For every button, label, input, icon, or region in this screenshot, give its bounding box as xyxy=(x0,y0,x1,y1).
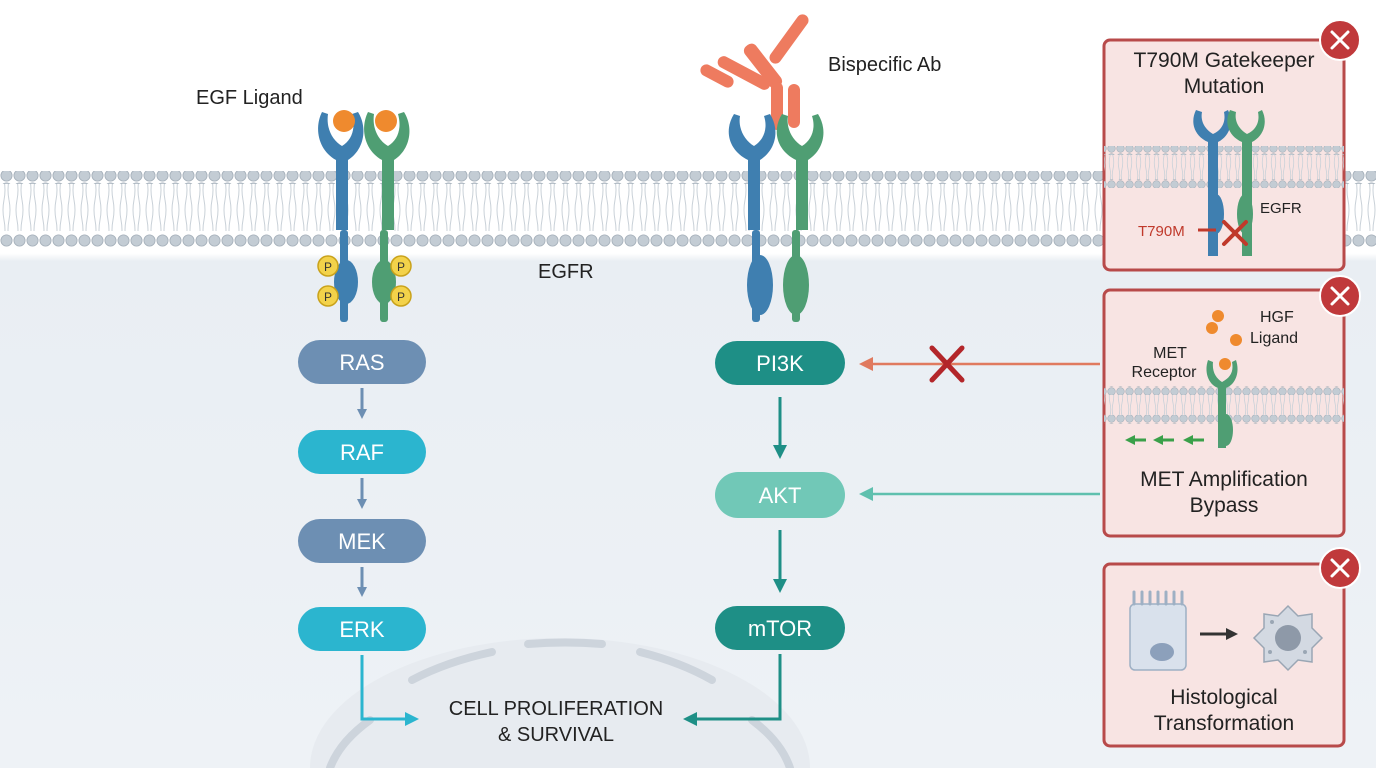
egf-ligand-label: EGF Ligand xyxy=(196,87,303,109)
arrow-mtor-proliferation xyxy=(683,654,782,726)
svg-text:ERK: ERK xyxy=(339,617,385,642)
hgf-label-line1: HGF xyxy=(1260,309,1294,326)
svg-text:RAF: RAF xyxy=(340,440,384,465)
met-receptor-label-line1: MET xyxy=(1153,345,1187,362)
cell-nucleus xyxy=(310,638,810,768)
svg-text:P: P xyxy=(324,290,332,304)
egfr-dimer-activated xyxy=(318,112,410,322)
outcome-label-line2: & SURVIVAL xyxy=(498,724,614,746)
svg-text:MEK: MEK xyxy=(338,529,386,554)
hgf-ligand-dot xyxy=(1206,322,1218,334)
svg-text:P: P xyxy=(324,260,332,274)
pill-akt: AKT xyxy=(715,472,845,518)
panel-t790m: T790M Gatekeeper Mutation T790M EGFR xyxy=(1102,19,1361,272)
pill-raf: RAF xyxy=(298,430,426,474)
pill-erk: ERK xyxy=(298,607,426,651)
svg-text:mTOR: mTOR xyxy=(748,616,812,641)
svg-text:AKT: AKT xyxy=(759,483,802,508)
egfr-dimer-bound xyxy=(728,114,824,322)
hgf-label-line2: Ligand xyxy=(1250,330,1298,347)
histo-title-line2: Transformation xyxy=(1154,712,1294,735)
pathway-mapk: RAS RAF MEK ERK xyxy=(298,340,426,726)
arrow-erk-proliferation xyxy=(360,655,419,726)
bispecific-antibody xyxy=(700,14,809,130)
block-x-icon xyxy=(929,345,965,383)
pathway-pi3k: PI3K AKT mTOR xyxy=(683,341,845,726)
hgf-ligand-bound xyxy=(1219,358,1231,370)
pill-mek: MEK xyxy=(298,519,426,563)
pill-mtor: mTOR xyxy=(715,606,845,650)
transformed-cell-icon xyxy=(1252,604,1324,672)
egf-ligand-1 xyxy=(333,110,355,132)
svg-text:P: P xyxy=(397,290,405,304)
outcome-label-line1: CELL PROLIFERATION xyxy=(449,698,664,720)
panel-histological-transformation: Histological Transformation xyxy=(1102,547,1361,748)
close-icon[interactable] xyxy=(1319,275,1361,317)
hgf-ligand-dot xyxy=(1230,334,1242,346)
pill-pi3k: PI3K xyxy=(715,341,845,385)
t790m-mutation-label: T790M xyxy=(1138,223,1185,240)
close-icon[interactable] xyxy=(1319,547,1361,589)
hgf-ligand-dot xyxy=(1212,310,1224,322)
met-receptor xyxy=(1206,360,1238,448)
svg-text:P: P xyxy=(397,260,405,274)
phospho-site-icon: P P P P xyxy=(317,255,412,307)
histo-title-line1: Histological xyxy=(1170,686,1277,709)
t790m-egfr-label: EGFR xyxy=(1260,200,1302,217)
egfr-label: EGFR xyxy=(538,261,594,283)
met-title-line1: MET Amplification xyxy=(1140,468,1308,491)
mutation-x-icon xyxy=(1222,220,1248,246)
svg-text:RAS: RAS xyxy=(339,350,384,375)
t790m-title-line1: T790M Gatekeeper xyxy=(1134,49,1315,72)
bispecific-ab-label: Bispecific Ab xyxy=(828,54,941,76)
egf-ligand-2 xyxy=(375,110,397,132)
panel-met-amplification: HGF Ligand MET Receptor MET Amplificatio… xyxy=(1102,275,1361,538)
epithelial-cell-icon xyxy=(1129,590,1187,671)
close-icon[interactable] xyxy=(1319,19,1361,61)
met-title-line2: Bypass xyxy=(1190,494,1259,517)
svg-text:PI3K: PI3K xyxy=(756,351,804,376)
met-receptor-label-line2: Receptor xyxy=(1132,364,1198,381)
t790m-title-line2: Mutation xyxy=(1184,75,1265,98)
pill-ras: RAS xyxy=(298,340,426,384)
